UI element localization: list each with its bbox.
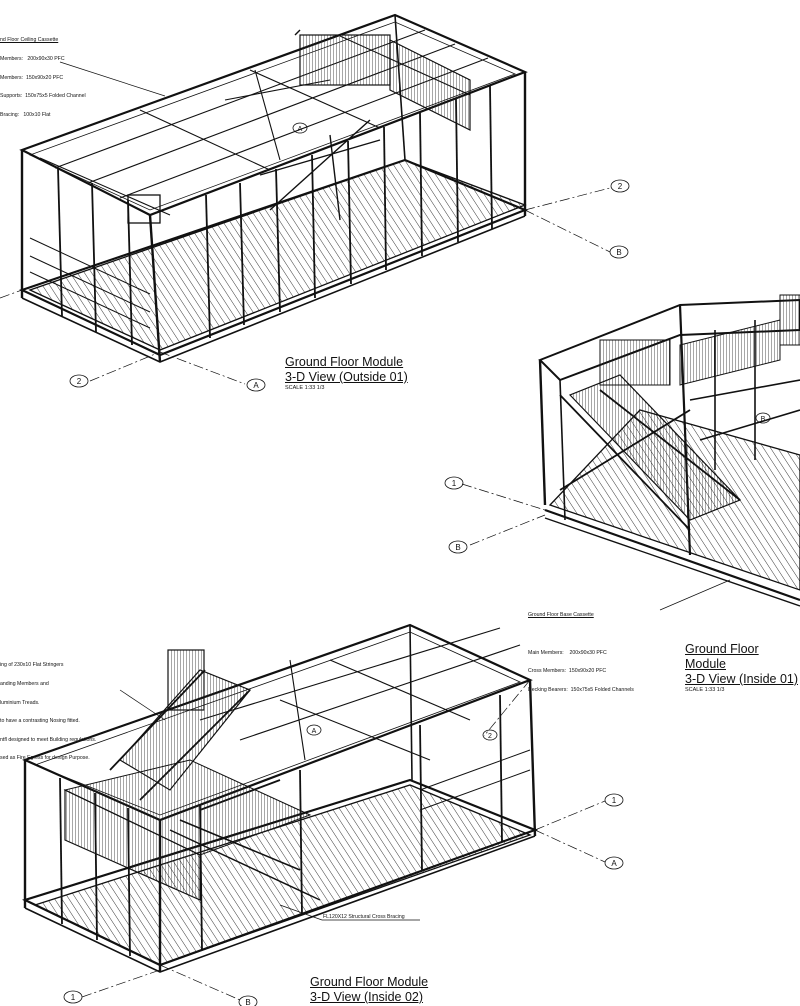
grid-marker-a: A	[246, 378, 266, 392]
grid-marker-2c: 2	[482, 729, 498, 741]
svg-text:1: 1	[612, 796, 617, 805]
grid-marker-2b: 2	[69, 374, 89, 388]
svg-text:1: 1	[71, 993, 76, 1002]
note-title: nd Floor Ceiling Cassette	[0, 37, 59, 44]
note-line: anding Members and	[0, 681, 49, 688]
grid-marker-a2: A	[306, 724, 322, 736]
module-inside-02: A 2 1 A 1 B	[22, 623, 624, 1006]
grid-marker-b3: B	[448, 540, 468, 554]
view-title-inside-02: Ground Floor Module 3-D View (Inside 02)	[310, 975, 428, 1005]
note-line: to have a contrasting Nosing fitted.	[0, 718, 80, 725]
module-outside-01: 2 B 2 A A	[0, 13, 630, 392]
note-title: Ground Floor Base Cassette	[528, 612, 594, 619]
svg-text:2: 2	[77, 377, 82, 386]
svg-text:B: B	[616, 248, 621, 257]
view-title-outside-01: Ground Floor Module 3-D View (Outside 01…	[285, 355, 408, 391]
view-subtitle-text: 3-D View (Inside 02)	[310, 990, 424, 1004]
svg-text:A: A	[312, 728, 317, 735]
note-line: Main Members: 200x90x30 PFC	[528, 649, 607, 656]
svg-text:A: A	[298, 126, 303, 133]
svg-text:A: A	[253, 381, 259, 390]
ceiling-cassette-note: nd Floor Ceiling Cassette Members: 200x9…	[0, 25, 86, 124]
view-title-text: Ground Floor Module	[310, 975, 429, 989]
svg-text:2: 2	[618, 182, 623, 191]
module-inside-01: B 1 B	[444, 294, 800, 611]
svg-text:1: 1	[452, 479, 457, 488]
svg-text:A: A	[611, 859, 617, 868]
cross-bracing-tag: FL120X12 Structural Cross Bracing	[323, 914, 405, 920]
svg-text:B: B	[245, 998, 250, 1006]
stair-note: ing of 230x10 Flat Stringers anding Memb…	[0, 650, 96, 768]
view-title-text: Ground Floor Module	[285, 355, 404, 369]
note-line: Bracing: 100x10 Flat	[0, 111, 51, 118]
svg-text:B: B	[761, 416, 766, 423]
base-cassette-note: Ground Floor Base Cassette Main Members:…	[528, 600, 634, 699]
grid-marker-1c: 1	[63, 990, 83, 1004]
svg-text:2: 2	[488, 733, 492, 740]
note-line: Cross Members: 150x90x20 PFC	[528, 668, 607, 675]
grid-marker-2a: 2	[610, 179, 630, 193]
note-line: ing of 230x10 Flat Stringers	[0, 662, 64, 669]
view-subtitle-text: 3-D View (Outside 01)	[285, 370, 408, 384]
note-line: Members: 200x90x30 PFC	[0, 56, 65, 63]
note-line: Supports: 150x75x5 Folded Channel	[0, 93, 86, 100]
note-line: Decking Bearers: 150x75x5 Folded Channel…	[528, 686, 634, 693]
view-scale: SCALE 1:33 1/3	[685, 687, 725, 693]
view-title-inside-01: Ground Floor Module 3-D View (Inside 01)…	[685, 642, 800, 693]
view-scale: SCALE 1:33 1/3	[285, 385, 325, 391]
svg-text:B: B	[455, 543, 460, 552]
note-line: Members: 150x90x20 PFC	[0, 74, 64, 81]
view-title-text: Ground Floor Module	[685, 642, 759, 671]
grid-marker-1b: 1	[604, 793, 624, 807]
floor-deck	[28, 159, 527, 351]
grid-marker-b2: B	[755, 412, 771, 424]
grid-marker-1: 1	[444, 476, 464, 490]
grid-marker-b: B	[609, 245, 629, 259]
grid-marker-a3: A	[604, 856, 624, 870]
view-subtitle-text: 3-D View (Inside 01)	[685, 672, 799, 686]
note-line: sed as Fire Egress for design Purpose.	[0, 755, 90, 762]
grid-marker-b4: B	[238, 995, 258, 1006]
note-line: luminium Treads.	[0, 699, 40, 706]
note-line: ntfl designed to meet Building regulatio…	[0, 736, 97, 743]
